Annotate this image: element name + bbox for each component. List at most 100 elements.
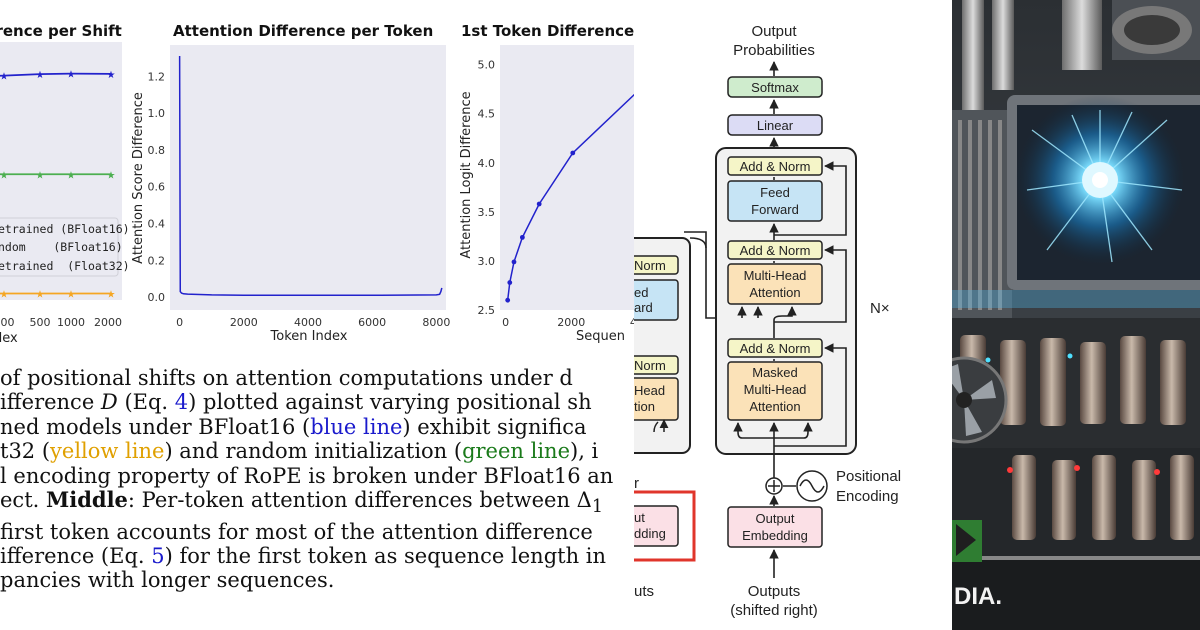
chart-token-title: Attention Difference per Token	[173, 22, 433, 40]
y-tick-label: 0.0	[148, 291, 166, 304]
encoder-norm-label: Norm	[634, 258, 666, 273]
caption-line-8: ifference (Eq. 5) for the first token as…	[0, 544, 634, 568]
encoder-ff-label-2: ard	[634, 300, 653, 315]
add-norm-box-bottom	[727, 338, 823, 358]
linear-box	[727, 114, 823, 136]
legend-entry-2: ndom (BFloat16)	[0, 240, 123, 254]
input-embedding-box	[634, 505, 679, 547]
series-point	[519, 234, 525, 240]
y-tick-label: 0.4	[148, 218, 166, 231]
masked-attention-label-2: Multi-Head	[744, 382, 807, 397]
gpu-brand-logo: DIA.	[952, 520, 1002, 610]
feed-forward-label-2: Forward	[751, 202, 799, 217]
series-marker: ★	[0, 289, 9, 300]
multi-head-attention-label-1: Multi-Head	[744, 268, 807, 283]
caption-green-line-label: green line	[462, 439, 571, 464]
caption-line-2: ifference D (Eq. 4) plotted against vary…	[0, 390, 634, 414]
x-tick-label: 8000	[422, 316, 450, 329]
input-embedding-label-2: dding	[634, 526, 666, 541]
transformer-diagram-panel: Norm ed ard Norm Head tion ut dding r ut…	[634, 0, 952, 630]
encoder-norm-box	[634, 255, 679, 275]
caption-line-4: t32 (yellow line) and random initializat…	[0, 439, 634, 463]
chart-first-xlabel: Sequen	[576, 329, 625, 344]
caption-text: ifference	[0, 390, 101, 415]
caption-text: ifference (Eq.	[0, 544, 152, 569]
chart-shift-x-ticks: 20050010002000	[0, 316, 122, 329]
add-norm-label-top: Add & Norm	[740, 159, 811, 174]
equation-ref-link[interactable]: 5	[151, 544, 165, 569]
add-norm-label-bottom: Add & Norm	[740, 341, 811, 356]
series-point	[507, 280, 513, 285]
chart-shift-legend	[0, 217, 119, 277]
outputs-shifted-label: (shifted right)	[730, 602, 818, 619]
caption-line-3: ned models under BFloat16 (blue line) ex…	[0, 415, 634, 439]
y-tick-label: 0.8	[148, 144, 166, 157]
softmax-label: Softmax	[751, 80, 799, 95]
masked-attention-label-3: Attention	[749, 399, 800, 414]
chart-first-token: 1st Token Difference 2.53.03.54.04.55.0 …	[459, 22, 634, 344]
x-tick-label: 2000	[557, 316, 585, 329]
y-tick-label: 4.0	[478, 157, 496, 170]
caption-text: (Eq.	[117, 390, 175, 415]
chart-shift-title: ifference per Shift	[0, 22, 122, 40]
series-point	[570, 150, 576, 156]
series-point	[505, 297, 511, 303]
x-tick-label: 200	[0, 316, 15, 329]
y-tick-label: 4.5	[478, 108, 496, 121]
series-marker: ★	[36, 70, 45, 81]
masked-attention-box	[727, 361, 823, 421]
x-tick-label: 500	[30, 316, 51, 329]
caption-blue-line-label: blue line	[310, 414, 403, 439]
nx-label: N×	[870, 300, 890, 317]
encoder-paren: r	[634, 475, 639, 492]
series-marker: ★	[67, 70, 76, 81]
output-embedding-box	[727, 506, 823, 548]
x-tick-label: 0	[502, 316, 509, 329]
series-line-1	[0, 72, 112, 77]
series-point	[511, 259, 517, 265]
caption-text: ) plotted against varying positional sh	[188, 390, 592, 415]
series-line-1	[178, 56, 443, 297]
encoder-mha-label-2: tion	[634, 399, 655, 414]
series-marker: ★	[36, 289, 45, 300]
chart-shift-lines: ★★★★★★★★★★★★	[0, 70, 116, 300]
input-embedding-label-1: ut	[634, 510, 645, 525]
caption-text: ect.	[0, 488, 46, 513]
positional-encoding-label-1: Positional	[836, 468, 901, 485]
gpu-photo: DIA.	[952, 0, 1200, 630]
masked-attention-label-1: Masked	[752, 365, 798, 380]
chart-token-y-ticks: 0.00.20.40.60.81.01.2	[148, 70, 166, 304]
x-tick-label: 0	[176, 316, 183, 329]
chart-token-lines	[178, 56, 443, 297]
output-probabilities-label-2: Probabilities	[733, 42, 815, 59]
chart-token-ylabel: Attention Score Difference	[131, 92, 146, 264]
chart-first-plot-bg	[500, 45, 634, 310]
caption-text: l encoding property of RoPE is broken un…	[0, 463, 614, 488]
paper-figure-panel: ifference per Shift ★★★★★★★★★★★★ 2005001…	[0, 22, 634, 593]
caption-line-6: ect. Middle: Per-token attention differe…	[0, 487, 634, 520]
outputs-label: Outputs	[748, 583, 801, 600]
encoder-norm-label-2: Norm	[634, 358, 666, 373]
caption-variable: D	[100, 390, 118, 415]
caption-text: ) and random initialization (	[164, 439, 463, 464]
y-tick-label: 1.2	[148, 70, 166, 83]
series-marker: ★	[36, 170, 45, 181]
linear-label: Linear	[757, 118, 794, 133]
caption-line-1: of positional shifts on attention comput…	[0, 366, 634, 390]
y-tick-label: 2.5	[478, 304, 496, 317]
y-tick-label: 0.6	[148, 181, 166, 194]
caption-yellow-line-label: yellow line	[50, 439, 165, 464]
series-marker: ★	[107, 289, 116, 300]
heatsink-fins	[952, 110, 1012, 320]
equation-ref-link[interactable]: 4	[174, 390, 189, 415]
caption-line-9: pancies with longer sequences.	[0, 568, 634, 592]
y-tick-label: 3.0	[478, 255, 496, 268]
heat-pipes	[962, 0, 1200, 110]
output-embedding-label-2: Embedding	[742, 528, 808, 543]
x-tick-label: 6000	[358, 316, 386, 329]
caption-text: : Per-token attention differences betwee…	[127, 488, 592, 513]
encoder-mha-label-1: Head	[634, 383, 665, 398]
chart-token-plot-bg	[170, 45, 446, 310]
chart-token: Attention Difference per Token 0.00.20.4…	[131, 22, 450, 344]
